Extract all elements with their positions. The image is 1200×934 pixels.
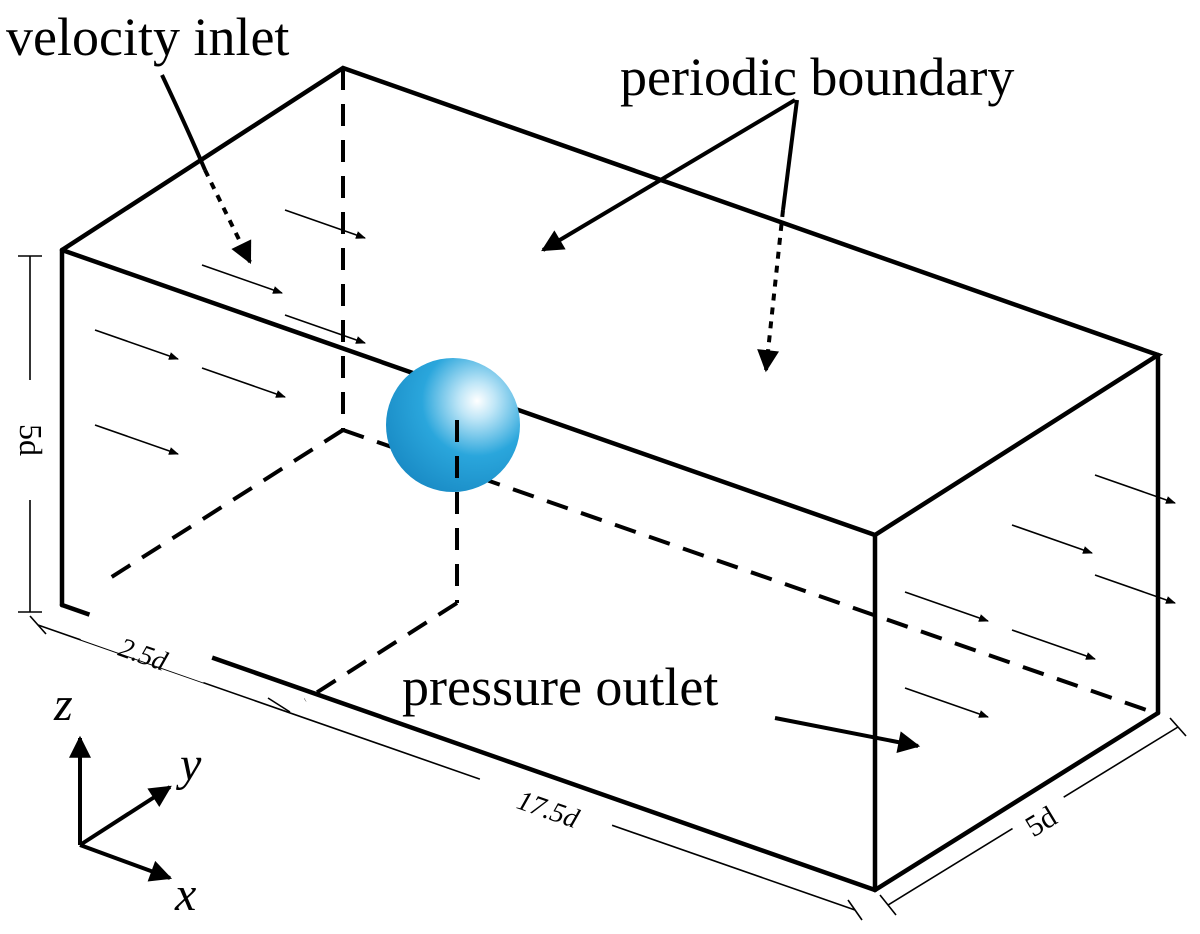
flow-arrow	[201, 367, 286, 398]
hidden-edges	[108, 68, 1156, 715]
label-periodic-boundary: periodic boundary	[620, 47, 1014, 107]
inlet-flow-arrows	[94, 209, 366, 455]
flow-arrow	[904, 687, 989, 718]
z-axis-label: z	[53, 678, 73, 731]
periodic-boundary-pointer-top	[541, 98, 797, 252]
callout-pointers	[160, 74, 921, 753]
edge-right-bottom	[872, 710, 1161, 893]
velocity-inlet-pointer	[160, 74, 207, 171]
hidden-edge-sphere-diagonal	[303, 601, 459, 702]
y-axis-arrow	[78, 785, 172, 847]
pressure-outlet-pointer	[774, 716, 921, 753]
outlet-flow-arrows	[904, 474, 1176, 718]
flow-arrow	[1011, 524, 1093, 554]
x-axis-label: x	[174, 868, 196, 921]
flow-arrow	[1094, 574, 1176, 604]
flow-arrow	[1011, 629, 1096, 660]
sphere	[386, 358, 520, 492]
flow-arrow	[284, 314, 366, 344]
velocity-inlet-pointer-dotted	[203, 169, 252, 264]
flow-arrow	[1094, 474, 1176, 504]
flow-arrow	[94, 329, 179, 360]
flow-arrow	[201, 264, 283, 294]
height-dimension: 5d	[13, 255, 49, 613]
flow-arrow	[94, 424, 179, 455]
top-face-outline	[59, 65, 1164, 538]
box-edges	[59, 65, 1164, 893]
label-pressure-outlet: pressure outlet	[402, 657, 718, 717]
y-axis-label: y	[175, 738, 202, 791]
x-axis-arrow	[79, 843, 173, 882]
width-dimension: 5d	[879, 717, 1187, 916]
dimension-height-label: 5d	[13, 424, 49, 456]
flow-arrow	[904, 591, 989, 622]
flow-arrow	[284, 209, 366, 239]
periodic-boundary-pointer-side-dotted	[757, 209, 785, 373]
label-velocity-inlet: velocity inlet	[6, 7, 289, 67]
hidden-edge-back-bottom-left	[108, 428, 345, 580]
coordinate-axes: z y x	[53, 678, 202, 921]
periodic-boundary-pointer-side	[781, 99, 799, 211]
